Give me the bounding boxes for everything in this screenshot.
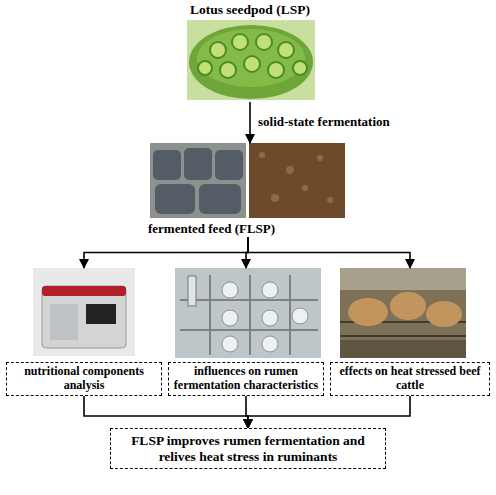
trough bbox=[340, 340, 466, 358]
cow bbox=[390, 292, 426, 320]
sack bbox=[153, 150, 181, 180]
flow-arrow bbox=[248, 237, 410, 268]
flow-arrow bbox=[84, 237, 248, 268]
photo-node: fermented feed (FLSP) bbox=[148, 143, 348, 237]
machine-panel bbox=[50, 304, 78, 340]
conclusion-box: FLSP improves rumen fermentation and rel… bbox=[110, 428, 386, 469]
bottles-photo bbox=[175, 268, 321, 358]
bottle bbox=[292, 308, 308, 324]
feed-speck bbox=[271, 194, 279, 202]
seed-hole bbox=[210, 42, 226, 58]
bottle bbox=[262, 310, 278, 326]
seed-hole bbox=[268, 62, 284, 78]
seed-hole bbox=[278, 42, 294, 58]
flow-arrow bbox=[249, 102, 251, 143]
photo-background bbox=[175, 268, 321, 358]
feed-speck bbox=[259, 152, 265, 158]
photo-panel: influences on rumen fermentation charact… bbox=[168, 268, 324, 396]
cow bbox=[348, 298, 388, 326]
fence-rail bbox=[340, 335, 466, 337]
photo-node: Lotus seedpod (LSP) bbox=[185, 2, 315, 102]
photo-panel: nutritional components analysis bbox=[6, 268, 162, 396]
bottles bbox=[222, 282, 308, 352]
caption-box: nutritional components analysis bbox=[6, 362, 162, 396]
photo-panel: effects on heat stressed beef cattle bbox=[330, 268, 490, 396]
flow-arrow bbox=[246, 237, 248, 268]
machine-body bbox=[42, 286, 126, 348]
seed-hole bbox=[232, 34, 248, 50]
bottle bbox=[222, 310, 238, 326]
sacks bbox=[153, 148, 243, 214]
cattle bbox=[348, 292, 462, 327]
bottle bbox=[222, 336, 238, 352]
feed-speck bbox=[317, 155, 323, 161]
conclusion-text: FLSP improves rumen fermentation and rel… bbox=[131, 433, 365, 464]
seed-hole bbox=[256, 34, 272, 50]
seedpod-shape bbox=[189, 25, 313, 99]
edge-label: solid-state fermentation bbox=[258, 114, 390, 130]
bottle bbox=[222, 282, 238, 298]
rack-line bbox=[289, 275, 291, 355]
rack-lines bbox=[180, 275, 318, 355]
feed-speck bbox=[327, 197, 333, 203]
flow-arrow bbox=[248, 396, 410, 428]
bottle bbox=[262, 336, 278, 352]
machine-lid bbox=[42, 286, 126, 296]
lotus-photo bbox=[187, 20, 315, 100]
seed-hole bbox=[293, 61, 307, 75]
seed-hole bbox=[220, 62, 236, 78]
caption-box: effects on heat stressed beef cattle bbox=[330, 362, 490, 396]
seed-hole bbox=[244, 56, 260, 72]
node-title: Lotus seedpod (LSP) bbox=[185, 2, 315, 18]
sack bbox=[184, 148, 212, 180]
sacks-photo bbox=[150, 143, 246, 218]
cow bbox=[426, 301, 462, 327]
rack-line bbox=[209, 275, 211, 355]
analyser-photo bbox=[33, 268, 135, 356]
sack bbox=[155, 184, 195, 214]
photo-background bbox=[340, 268, 466, 358]
rack-line bbox=[249, 275, 251, 355]
feed-photo bbox=[249, 143, 345, 218]
sack bbox=[199, 184, 241, 214]
sack bbox=[215, 150, 243, 180]
cattle-photo bbox=[340, 268, 466, 358]
node-title: fermented feed (FLSP) bbox=[148, 219, 348, 237]
flow-arrow bbox=[246, 396, 248, 428]
bottle bbox=[262, 282, 278, 298]
syringe bbox=[188, 276, 196, 306]
seed-holes bbox=[198, 34, 307, 78]
photo-background bbox=[33, 268, 135, 356]
seed-hole bbox=[198, 61, 212, 75]
caption-box: influences on rumen fermentation charact… bbox=[168, 362, 324, 396]
barn-roof bbox=[340, 268, 466, 290]
flow-arrow bbox=[84, 396, 248, 428]
feed-photos bbox=[150, 143, 345, 218]
machine-screen bbox=[86, 304, 116, 324]
feed-speck bbox=[302, 185, 308, 191]
photo-background bbox=[187, 20, 315, 100]
seedpod-face bbox=[197, 29, 305, 87]
feed-speck bbox=[286, 166, 294, 174]
feed-texture bbox=[259, 152, 333, 203]
